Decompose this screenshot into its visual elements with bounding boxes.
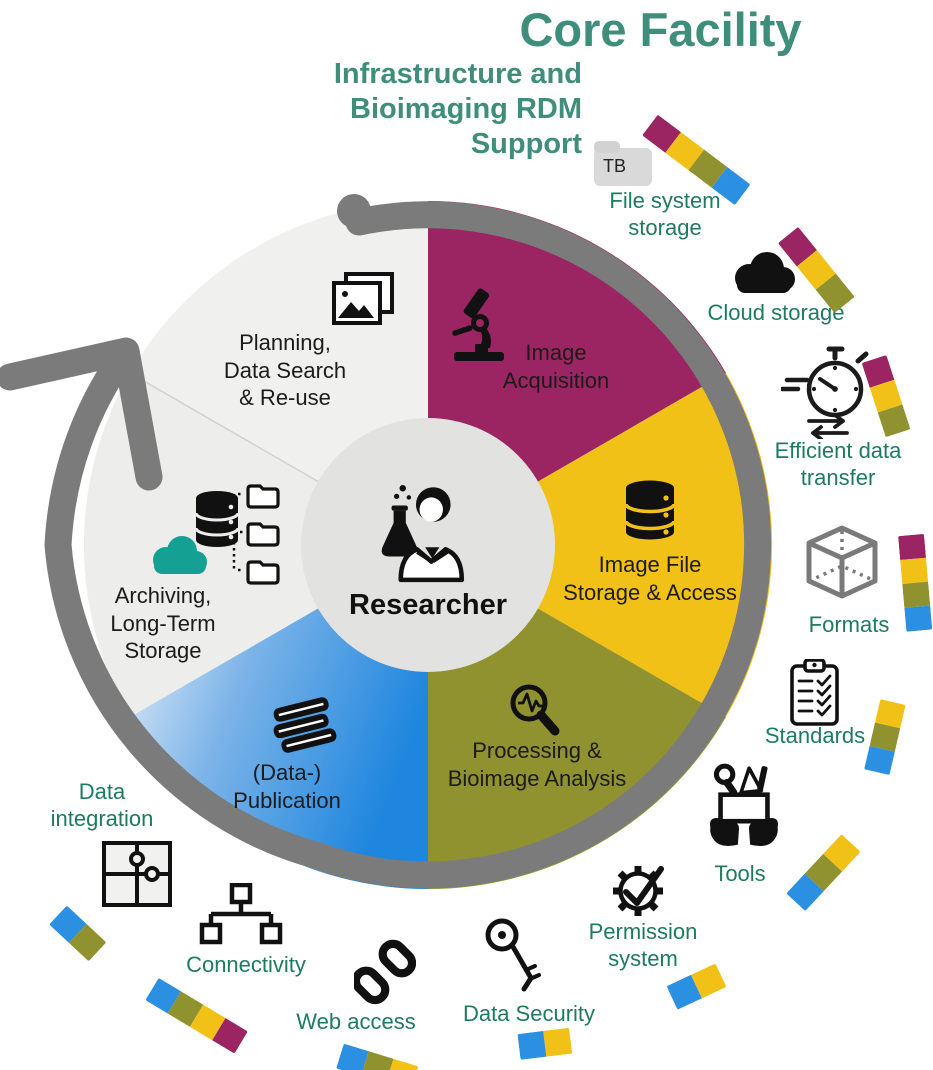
flag-segment-maroon bbox=[898, 533, 927, 561]
flag-segment-blue bbox=[904, 605, 933, 632]
cycle-arrow-head bbox=[0, 337, 163, 491]
segment-label-publication: (Data-) Publication bbox=[233, 760, 341, 813]
flag-segment-yellow bbox=[543, 1027, 573, 1057]
clipboard-checklist-icon bbox=[789, 659, 841, 727]
puzzle-icon bbox=[99, 838, 177, 912]
cycle-arrow-body bbox=[44, 201, 772, 889]
label-cloud-storage: Cloud storage bbox=[707, 300, 845, 325]
label-data-integration: Data integration bbox=[50, 779, 154, 831]
page-title: Core Facility bbox=[519, 3, 802, 56]
label-tools: Tools bbox=[714, 861, 766, 886]
cube-icon bbox=[803, 523, 881, 611]
label-efficient-data-transfer: Efficient data transfer bbox=[774, 438, 902, 490]
tb-badge: TB bbox=[603, 156, 627, 176]
flag-segment-olive bbox=[902, 581, 931, 608]
label-file-system-storage: File system storage bbox=[609, 188, 721, 240]
gear-check-icon bbox=[606, 858, 676, 924]
microscope-icon bbox=[450, 286, 510, 364]
label-data-security: Data Security bbox=[462, 1001, 596, 1026]
segment-label-image-file-storage: Image File Storage & Access bbox=[563, 552, 737, 605]
cloud-icon bbox=[727, 247, 799, 295]
researcher-label: Researcher bbox=[349, 589, 507, 621]
flag-segment-blue bbox=[517, 1030, 547, 1060]
flag-segment-yellow bbox=[900, 557, 929, 584]
segment-image-file-storage bbox=[428, 373, 773, 717]
segment-label-archiving: Archiving, Long-Term Storage bbox=[110, 583, 216, 663]
label-formats: Formats bbox=[808, 612, 890, 637]
tb-folder-icon: TB bbox=[594, 141, 652, 186]
segment-label-processing: Processing & Bioimage Analysis bbox=[447, 738, 627, 791]
key-icon bbox=[481, 916, 541, 1002]
books-icon bbox=[268, 694, 342, 756]
chain-link-icon bbox=[354, 938, 416, 1008]
photos-icon bbox=[330, 271, 396, 327]
researcher-circle bbox=[301, 418, 555, 672]
toolbox-hands-icon bbox=[708, 760, 780, 862]
network-icon bbox=[193, 883, 289, 949]
cycle-arrow-start-cap bbox=[337, 194, 371, 228]
magnifier-pulse-icon bbox=[506, 682, 562, 740]
label-connectivity: Connectivity bbox=[186, 952, 306, 977]
researcher-icon bbox=[362, 474, 472, 588]
database-icon bbox=[622, 478, 678, 544]
segment-label-planning: Planning, Data Search & Re-use bbox=[223, 330, 347, 410]
page-subtitle: Infrastructure and Bioimaging RDM Suppor… bbox=[333, 58, 582, 161]
cloud-database-folders-icon bbox=[146, 480, 280, 588]
label-permission-system: Permission system bbox=[588, 919, 698, 971]
label-standards: Standards bbox=[764, 723, 866, 748]
segment-label-image-acquisition: Image Acquisition bbox=[502, 340, 610, 393]
stopwatch-transfer-icon bbox=[781, 341, 875, 439]
cycle-arrow bbox=[0, 201, 772, 889]
label-web-access: Web access bbox=[296, 1009, 416, 1034]
